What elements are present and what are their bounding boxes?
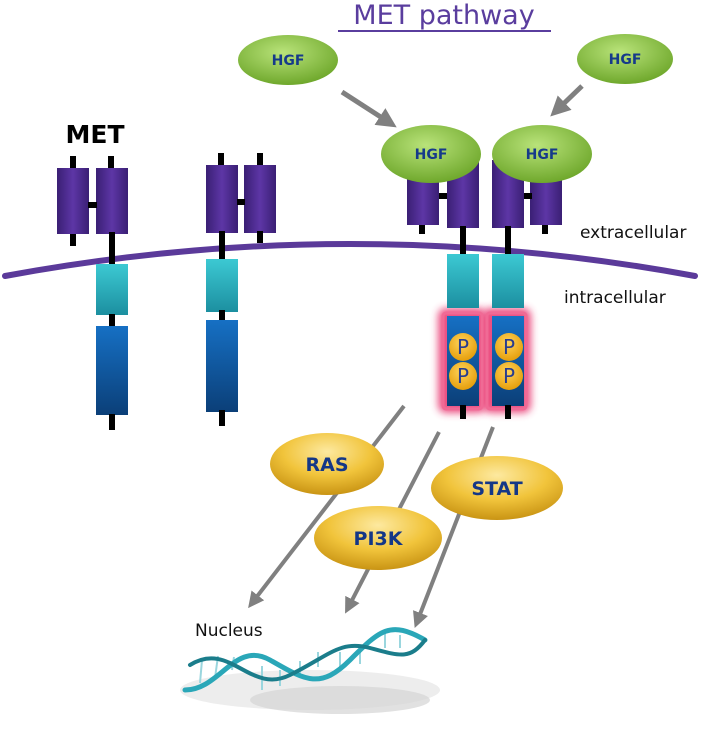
phospho-site: P — [449, 333, 477, 361]
svg-text:P: P — [503, 364, 515, 388]
hgf-ligand-free: HGF — [577, 34, 673, 84]
svg-text:P: P — [457, 335, 469, 359]
intracellular-label: intracellular — [564, 288, 666, 308]
signal-arrow — [248, 404, 406, 609]
hgf-ligand-bound: HGF — [381, 125, 481, 183]
dna-helix-icon — [180, 627, 440, 714]
cell-membrane — [2, 241, 698, 279]
svg-text:PI3K: PI3K — [354, 528, 404, 550]
svg-text:RAS: RAS — [305, 454, 348, 476]
hgf-ligand-free: HGF — [238, 35, 338, 85]
svg-text:HGF: HGF — [272, 53, 305, 69]
extracellular-label: extracellular — [580, 223, 686, 243]
met-receptor-active-left — [407, 160, 484, 419]
svg-text:HGF: HGF — [609, 52, 642, 68]
svg-text:P: P — [503, 335, 515, 359]
hgf-binding-arrow — [340, 89, 397, 128]
diagram-title: MET pathway — [353, 0, 534, 31]
signal-stat: STAT — [431, 456, 563, 520]
signal-pi3k: PI3K — [314, 506, 442, 570]
hgf-ligand-bound: HGF — [492, 125, 592, 183]
phospho-site: P — [495, 333, 523, 361]
hgf-binding-arrow — [550, 84, 584, 117]
signal-ras: RAS — [270, 433, 384, 495]
svg-text:STAT: STAT — [471, 478, 522, 500]
phospho-site: P — [449, 362, 477, 390]
svg-text:HGF: HGF — [415, 147, 448, 163]
svg-text:HGF: HGF — [526, 147, 559, 163]
phospho-site: P — [495, 362, 523, 390]
svg-text:P: P — [457, 364, 469, 388]
met-receptor-inactive — [57, 156, 128, 430]
met-label: MET — [65, 120, 124, 149]
nucleus-label: Nucleus — [195, 621, 263, 641]
met-receptor-inactive — [206, 153, 276, 426]
